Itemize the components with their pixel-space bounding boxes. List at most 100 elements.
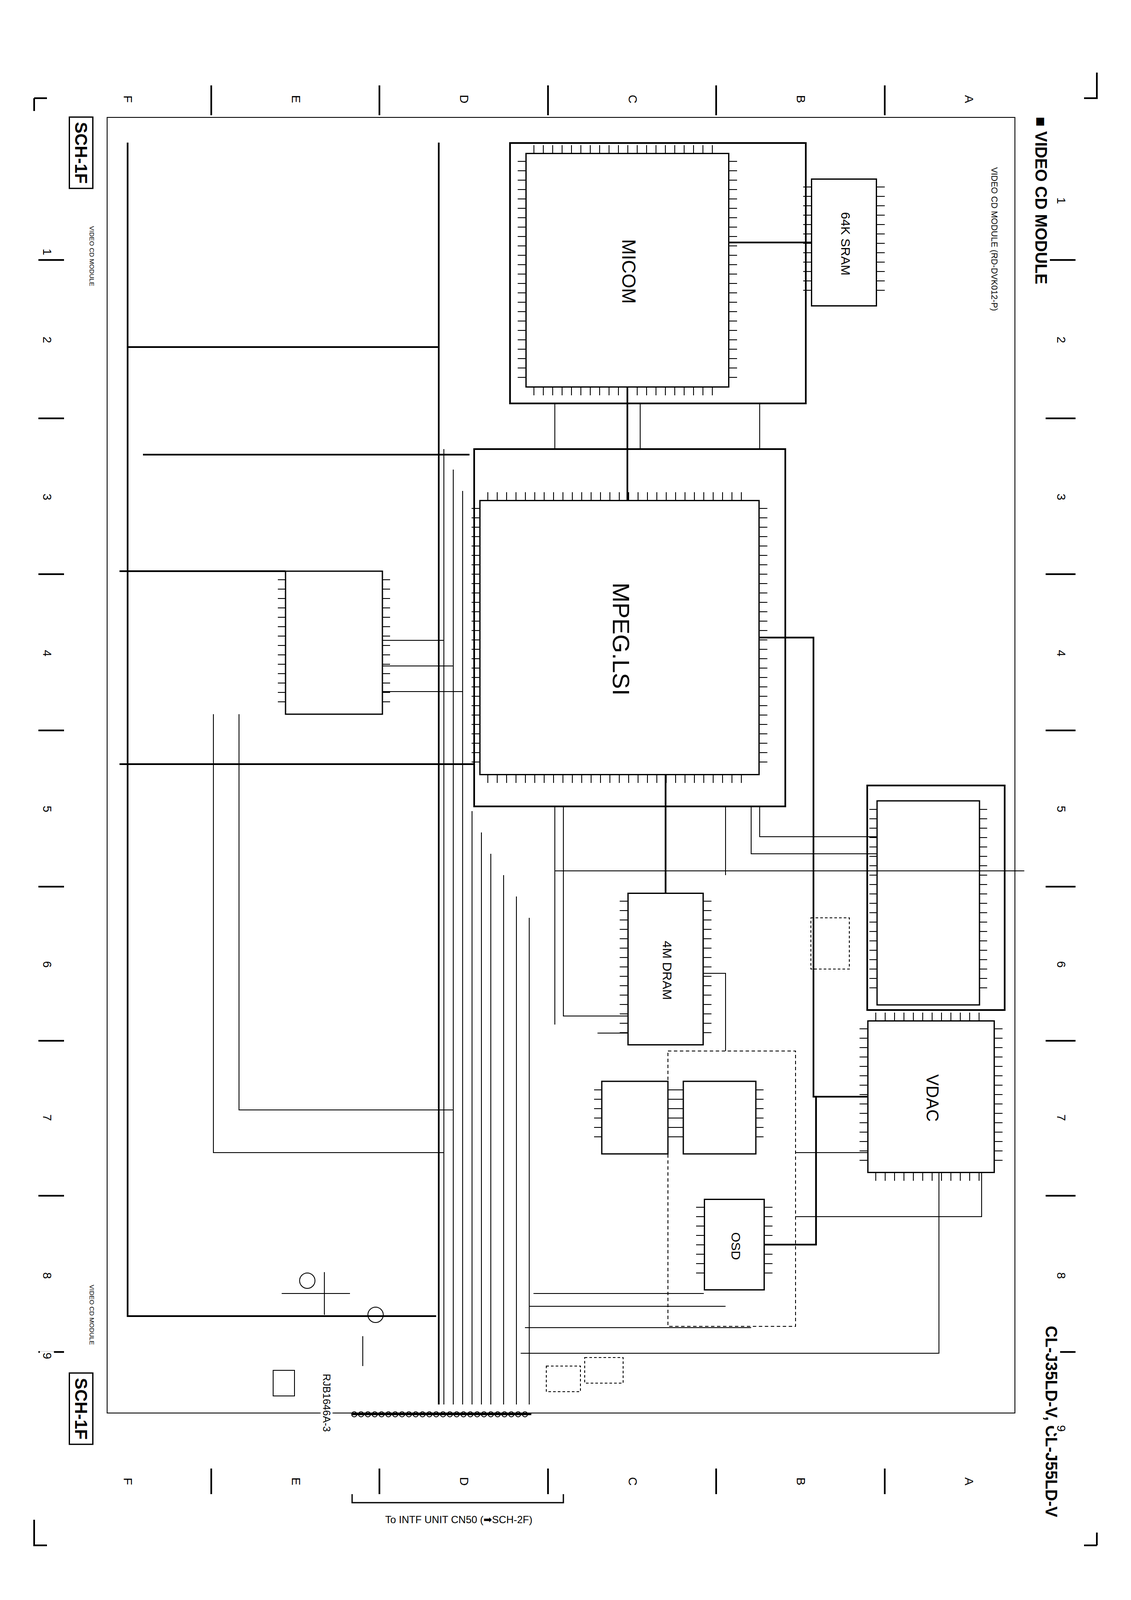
connector-pin <box>508 1411 514 1417</box>
pin-lead <box>803 261 811 263</box>
pin-lead <box>703 909 712 911</box>
pin-lead <box>655 387 657 396</box>
pin-lead <box>667 1117 676 1119</box>
pin-lead <box>759 629 768 631</box>
pin-lead <box>703 956 712 958</box>
pin-lead <box>580 145 582 153</box>
pin-lead <box>803 252 811 254</box>
pin-lead <box>711 145 713 153</box>
pin-lead <box>703 1031 712 1033</box>
pin-lead <box>903 1172 905 1181</box>
pin-lead <box>759 686 768 688</box>
pin-lead <box>894 1012 895 1021</box>
bus-outline <box>510 142 806 404</box>
pin-lead <box>759 714 768 716</box>
connector-pin <box>440 1411 446 1417</box>
pin-lead <box>994 1150 1003 1152</box>
pin-lead <box>931 1172 933 1181</box>
pin-lead <box>609 492 611 500</box>
pin-lead <box>471 620 480 622</box>
pin-lead <box>759 582 768 584</box>
pin-lead <box>619 938 628 939</box>
pin-lead <box>869 846 878 848</box>
connector-pin <box>365 1411 371 1417</box>
pin-lead <box>600 775 601 783</box>
grid-number: 3 <box>40 492 55 502</box>
pin-lead <box>684 775 686 783</box>
grid-number: 6 <box>40 959 55 969</box>
pin-lead <box>712 775 714 783</box>
crop-mark <box>34 72 1097 1545</box>
pin-lead <box>619 975 628 977</box>
pin-lead <box>803 280 811 282</box>
pin-lead <box>517 207 526 209</box>
pin-lead <box>581 492 583 500</box>
pin-lead <box>979 977 988 979</box>
pin-lead <box>869 930 878 932</box>
component-outline <box>273 1370 295 1396</box>
connector-pin <box>358 1411 364 1417</box>
pin-lead <box>696 1262 704 1264</box>
pin-lead <box>471 686 480 688</box>
connector-pin <box>522 1411 528 1417</box>
pin-lead <box>979 855 988 857</box>
pin-lead <box>764 1262 773 1264</box>
pin-lead <box>703 947 712 949</box>
ic-body <box>877 800 980 1005</box>
pin-lead <box>875 1172 877 1181</box>
pin-lead <box>994 1065 1003 1067</box>
pin-lead <box>277 579 286 581</box>
pin-lead <box>931 1012 933 1021</box>
pin-lead <box>759 723 768 725</box>
pin-lead <box>759 752 768 753</box>
pin-lead <box>561 387 563 396</box>
pin-lead <box>552 387 554 396</box>
pin-lead <box>979 808 988 810</box>
pin-lead <box>994 1112 1003 1114</box>
connector-pin <box>501 1411 508 1417</box>
pin-lead <box>675 775 677 783</box>
pin-lead <box>594 1098 602 1100</box>
pin-lead <box>803 214 811 216</box>
pin-lead <box>542 145 544 153</box>
pin-lead <box>703 775 705 783</box>
pin-lead <box>594 1136 602 1137</box>
pin-lead <box>471 564 480 566</box>
pin-lead <box>515 775 517 783</box>
connector-pin <box>426 1411 432 1417</box>
pin-lead <box>619 919 628 921</box>
pin-lead <box>869 902 878 904</box>
pin-lead <box>869 827 878 829</box>
pin-lead <box>912 1172 914 1181</box>
ic-name: OSD <box>728 1230 744 1261</box>
pin-lead <box>729 198 738 200</box>
pin-lead <box>950 1012 952 1021</box>
pin-lead <box>553 492 554 500</box>
pin-lead <box>524 492 526 500</box>
pin-lead <box>869 912 878 913</box>
ic-body <box>683 1081 756 1154</box>
pin-lead <box>703 900 712 902</box>
grid-number: 9 <box>1054 1423 1069 1433</box>
pin-lead <box>674 145 676 153</box>
pin-lead <box>759 733 768 735</box>
pin-lead <box>722 775 723 783</box>
connector-pin <box>392 1411 398 1417</box>
pin-lead <box>542 387 544 396</box>
pin-lead <box>759 507 768 509</box>
pin-lead <box>471 761 480 763</box>
pin-lead <box>693 387 694 396</box>
pin-lead <box>729 367 738 369</box>
pin-lead <box>693 775 695 783</box>
shield-outline <box>667 1050 796 1327</box>
pin-lead <box>869 893 878 895</box>
pin-lead <box>646 387 648 396</box>
bus-wire <box>759 637 868 1097</box>
pin-lead <box>869 987 878 989</box>
pin-lead <box>764 1206 773 1208</box>
pin-lead <box>594 1126 602 1128</box>
pin-lead <box>382 682 391 684</box>
connector-pin <box>385 1411 391 1417</box>
pin-lead <box>517 189 526 190</box>
pin-lead <box>994 1159 1003 1161</box>
